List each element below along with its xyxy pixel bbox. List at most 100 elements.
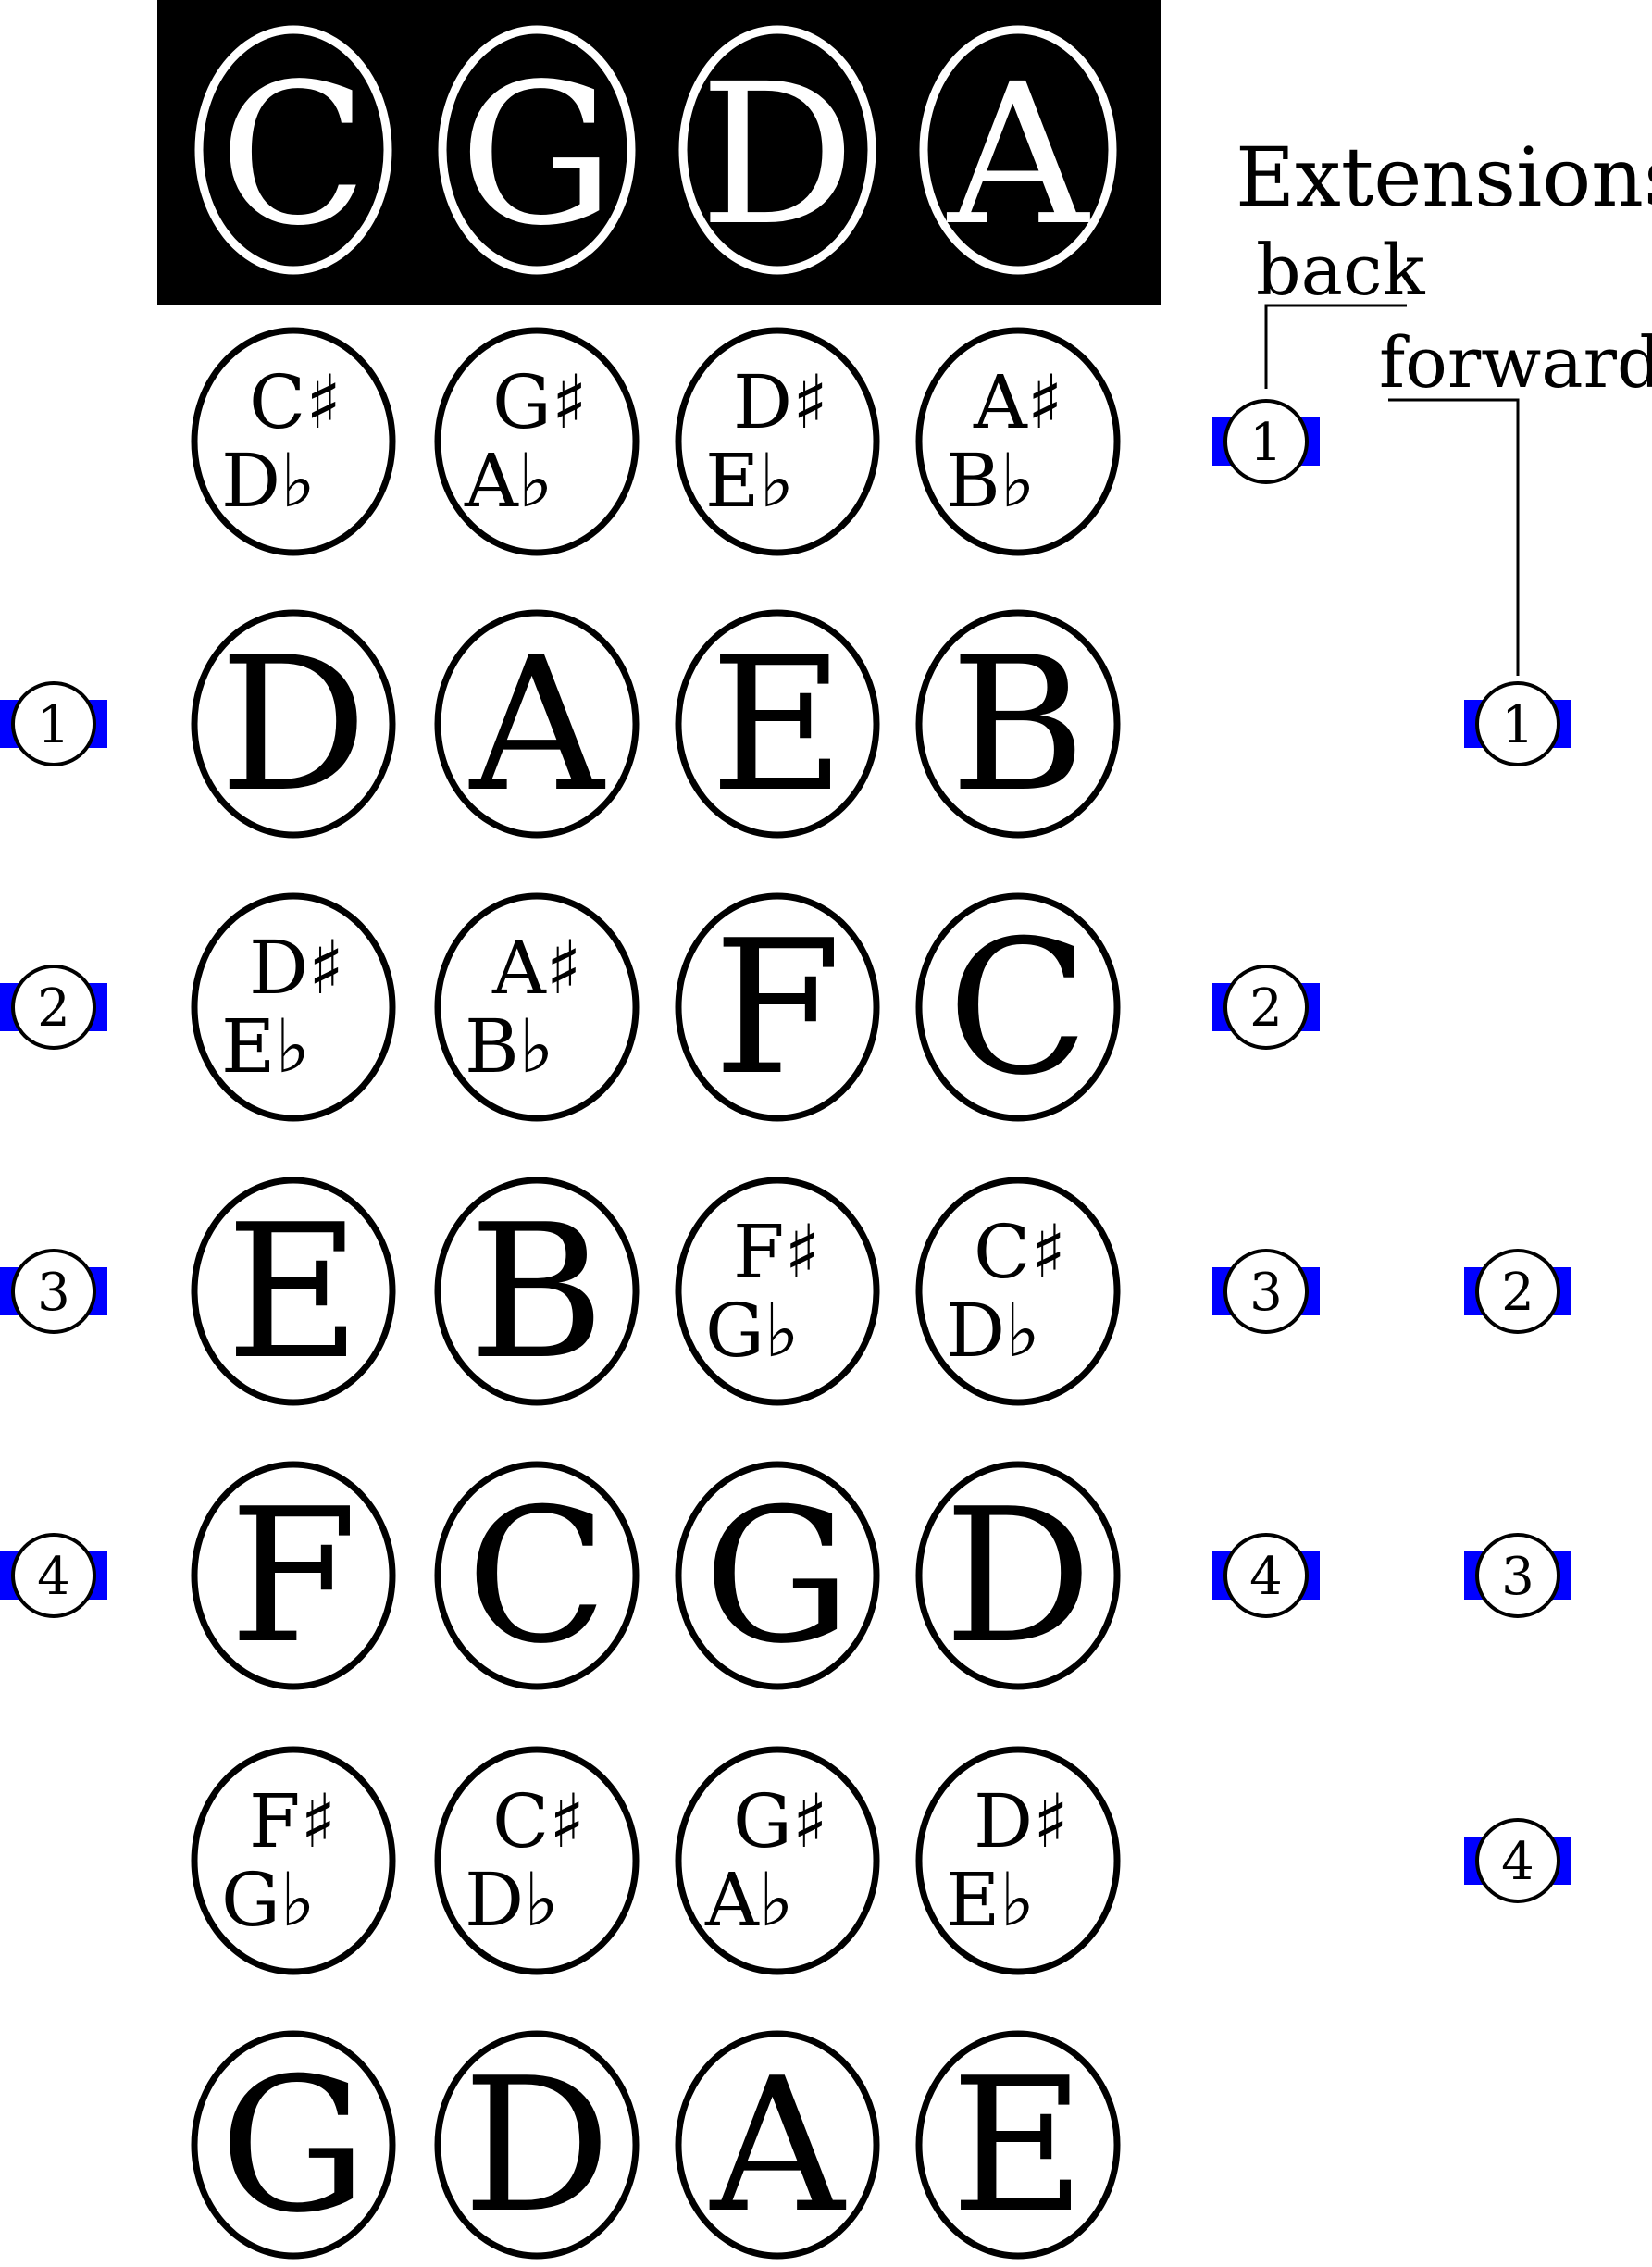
note-cell: D <box>191 609 396 839</box>
finger-number: 1 <box>37 695 70 755</box>
back-label: back <box>1256 229 1426 311</box>
note-ring <box>915 327 1121 556</box>
back-finger-marker-2: 2 <box>1212 965 1320 1050</box>
note-ring <box>915 892 1121 1122</box>
note-ring <box>434 1461 640 1690</box>
sharp-name: F♯ <box>249 1778 336 1864</box>
note-cell: F♯G♭ <box>191 1746 396 1975</box>
marker-circle <box>1475 1818 1560 1903</box>
open-strings-header <box>157 0 1161 305</box>
note-ring <box>675 1461 880 1690</box>
marker-circle <box>1223 1249 1309 1334</box>
flat-name: B♭ <box>465 1003 554 1090</box>
open-string-g: G <box>438 25 636 275</box>
note-ring <box>675 892 880 1122</box>
note-cell: C♯D♭ <box>915 1177 1121 1406</box>
sharp-name: D♯ <box>733 359 828 445</box>
back-finger-marker-3: 3 <box>1212 1249 1320 1334</box>
note-ring <box>915 2030 1121 2260</box>
finger-number: 4 <box>1249 1547 1283 1607</box>
note-cell: D <box>434 2030 640 2260</box>
finger-number: 4 <box>37 1547 70 1607</box>
open-string-ring <box>194 25 392 275</box>
note-name: F <box>230 1469 358 1685</box>
note-ring <box>191 1746 396 1975</box>
flat-name: G♭ <box>705 1288 800 1374</box>
note-cell: C♯D♭ <box>434 1746 640 1975</box>
forward-finger-marker-1: 1 <box>1464 681 1571 766</box>
marker-circle <box>1475 1249 1560 1334</box>
marker-circle <box>1475 681 1560 766</box>
note-cell: D♯E♭ <box>191 892 396 1122</box>
note-cell: G <box>191 2030 396 2260</box>
open-string-label: C <box>219 42 368 268</box>
open-string-label: D <box>700 42 855 268</box>
note-ring <box>675 327 880 556</box>
note-ring <box>191 892 396 1122</box>
note-cell: G♯A♭ <box>675 1746 880 1975</box>
sharp-name: A♯ <box>973 359 1062 445</box>
finger-number: 2 <box>1249 978 1283 1039</box>
note-cell: A♯B♭ <box>434 892 640 1122</box>
note-cell: A♯B♭ <box>915 327 1121 556</box>
forward-leader-line <box>1388 398 1520 676</box>
note-ring <box>675 609 880 839</box>
finger-number: 2 <box>1501 1263 1534 1323</box>
note-ring <box>191 609 396 839</box>
flat-name: D♭ <box>221 438 316 524</box>
marker-circle <box>1223 399 1309 484</box>
note-name: D <box>463 2038 611 2254</box>
note-cell: B <box>915 609 1121 839</box>
finger-number: 3 <box>1501 1547 1534 1607</box>
flat-name: E♭ <box>946 1857 1035 1943</box>
note-name: C <box>947 901 1088 1116</box>
note-ring <box>434 1177 640 1406</box>
flat-name: D♭ <box>946 1288 1040 1374</box>
note-cell: F♯G♭ <box>675 1177 880 1406</box>
flat-name: A♭ <box>464 438 553 524</box>
open-string-d: D <box>678 25 876 275</box>
note-ring <box>675 1177 880 1406</box>
marker-circle <box>11 681 96 766</box>
note-name: E <box>710 617 845 833</box>
note-ring <box>434 327 640 556</box>
sharp-name: G♯ <box>733 1778 828 1864</box>
note-cell: A <box>434 609 640 839</box>
note-ring <box>191 1461 396 1690</box>
finger-number: 3 <box>37 1263 70 1323</box>
note-name: C <box>466 1469 607 1685</box>
back-leader-line <box>1264 304 1407 389</box>
note-name: B <box>950 617 1087 833</box>
note-cell: F <box>675 892 880 1122</box>
note-cell: C <box>434 1461 640 1690</box>
marker-circle <box>1223 1533 1309 1618</box>
note-cell: F <box>191 1461 396 1690</box>
extensions-label: Extensions: <box>1236 130 1652 225</box>
finger-number: 3 <box>1249 1263 1283 1323</box>
forward-finger-marker-4: 4 <box>1464 1818 1571 1903</box>
finger-number: 1 <box>1249 413 1283 473</box>
note-cell: D <box>915 1461 1121 1690</box>
note-ring <box>915 609 1121 839</box>
note-ring <box>191 1177 396 1406</box>
marker-circle <box>1223 965 1309 1050</box>
flat-name: B♭ <box>946 438 1036 524</box>
flat-name: E♭ <box>705 438 794 524</box>
sharp-name: C♯ <box>492 1778 585 1864</box>
note-name: A <box>468 617 606 833</box>
back-finger-marker-1: 1 <box>1212 399 1320 484</box>
note-cell: A <box>675 2030 880 2260</box>
note-name: F <box>714 901 842 1116</box>
note-ring <box>191 2030 396 2260</box>
note-ring <box>915 1461 1121 1690</box>
open-string-label: A <box>946 42 1090 268</box>
back-finger-marker-4: 4 <box>1212 1533 1320 1618</box>
note-cell: G♯A♭ <box>434 327 640 556</box>
forward-finger-marker-3: 3 <box>1464 1533 1571 1618</box>
sharp-name: C♯ <box>974 1209 1066 1295</box>
sharp-name: D♯ <box>249 925 344 1011</box>
left-finger-marker-1: 1 <box>0 681 107 766</box>
